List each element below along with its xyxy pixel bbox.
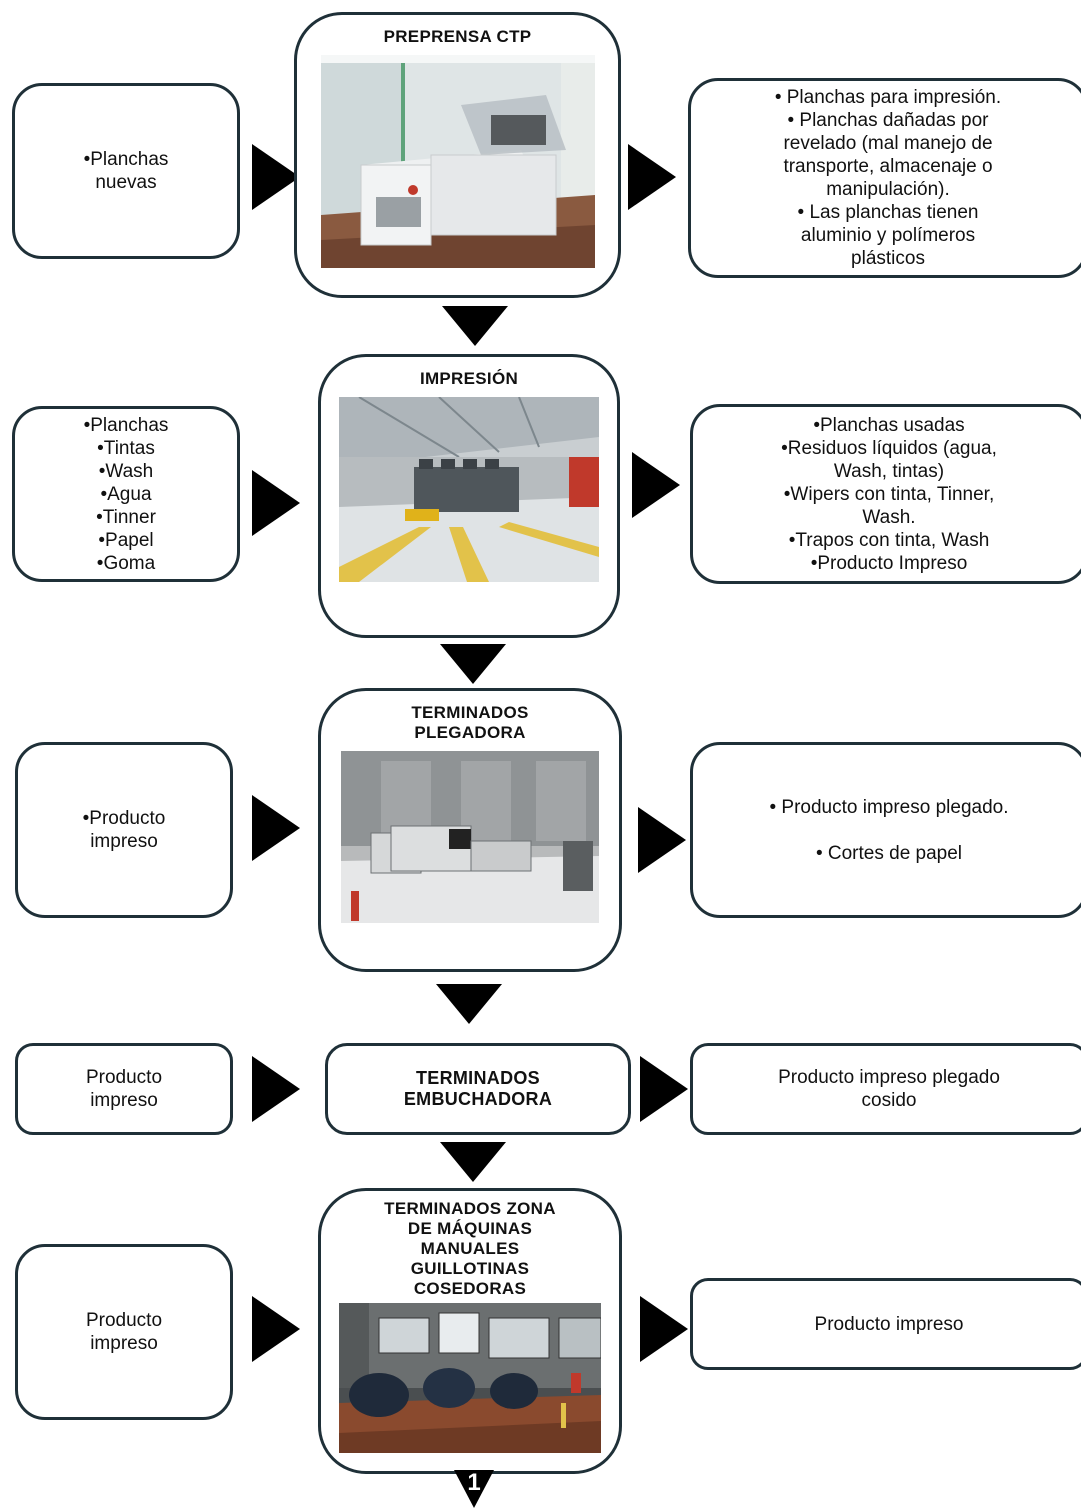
stage-title: IMPRESIÓN (419, 369, 519, 388)
stage-title: TERMINADOS EMBUCHADORA (403, 1068, 553, 1109)
arrow-down-icon (440, 644, 506, 684)
stage-title: PREPRENSA CTP (383, 27, 532, 46)
input-line: •Wash (98, 460, 154, 482)
stage4-process-box: TERMINADOS EMBUCHADORA (325, 1043, 631, 1135)
arrow-down-icon (442, 306, 508, 346)
page-number-marker: 1 (454, 1470, 494, 1510)
input-line: impreso (90, 1333, 158, 1354)
stage1-input-box: •Planchas nuevas (12, 83, 240, 259)
stage5-input-box: Producto impreso (15, 1244, 233, 1420)
folding-machine-photo (341, 751, 599, 923)
stage3-input-box: •Producto impreso (15, 742, 233, 918)
stage2-output-box: •Planchas usadas •Residuos líquidos (agu… (690, 404, 1081, 584)
input-line: nuevas (95, 172, 157, 193)
page-number: 1 (467, 1469, 481, 1496)
stage3-process-box: TERMINADOS PLEGADORA (318, 688, 622, 972)
arrow-down-icon (454, 1470, 494, 1508)
output-line: •Trapos con tinta, Wash (788, 529, 990, 551)
output-line: Producto impreso (814, 1313, 964, 1335)
stage-title: TERMINADOS PLEGADORA (411, 703, 529, 742)
output-line: •Planchas usadas (813, 414, 965, 436)
input-line: •Papel (98, 529, 154, 551)
stage-title: TERMINADOS ZONA DE MÁQUINAS MANUALES GUI… (384, 1199, 556, 1298)
output-line: manipulación). (826, 179, 950, 200)
output-line: •Residuos líquidos (agua, (781, 437, 997, 459)
input-line: impreso (90, 831, 158, 852)
output-line: • Cortes de papel (815, 842, 963, 864)
stage1-output-box: • Planchas para impresión. • Planchas da… (688, 78, 1081, 278)
input-line: Producto (85, 1310, 163, 1331)
output-line: aluminio y polímeros (800, 225, 976, 246)
arrow-right-icon (252, 795, 300, 861)
output-line: plásticos (851, 248, 925, 269)
output-line: • Producto impreso plegado. (769, 796, 1009, 818)
ctp-machine-photo (320, 55, 595, 268)
arrow-right-icon (640, 1296, 688, 1362)
stage2-input-box: •Planchas •Tintas •Wash •Agua •Tinner •P… (12, 406, 240, 582)
output-line: •Wipers con tinta, Tinner, (783, 483, 995, 505)
output-line: revelado (mal manejo de (783, 133, 993, 154)
output-line: • Planchas dañadas por (787, 110, 989, 131)
arrow-right-icon (632, 452, 680, 518)
output-line: • Las planchas tienen (797, 202, 979, 223)
stage4-input-box: Producto impreso (15, 1043, 233, 1135)
arrow-right-icon (628, 144, 676, 210)
arrow-right-icon (252, 1296, 300, 1362)
arrow-right-icon (640, 1056, 688, 1122)
arrow-right-icon (638, 807, 686, 873)
input-line: •Goma (96, 552, 156, 574)
output-line: • Planchas para impresión. (774, 87, 1002, 108)
input-line: •Producto (82, 808, 166, 829)
input-line: impreso (90, 1090, 158, 1111)
output-line: Wash, tintas) (833, 460, 945, 482)
output-line: transporte, almacenaje o (783, 156, 993, 177)
input-line: •Planchas (83, 149, 169, 170)
arrow-down-icon (440, 1142, 506, 1182)
input-line: •Planchas (83, 414, 169, 436)
stage5-output-box: Producto impreso (690, 1278, 1081, 1370)
stage2-process-box: IMPRESIÓN (318, 354, 620, 638)
stage3-output-box: • Producto impreso plegado. • Cortes de … (690, 742, 1081, 918)
input-line: •Tintas (97, 437, 155, 459)
output-line: cosido (861, 1090, 917, 1111)
stage5-process-box: TERMINADOS ZONA DE MÁQUINAS MANUALES GUI… (318, 1188, 622, 1474)
input-line: •Agua (100, 483, 152, 505)
arrow-right-icon (252, 144, 300, 210)
printing-press-photo (339, 397, 599, 582)
manual-machines-photo (339, 1303, 601, 1453)
arrow-down-icon (436, 984, 502, 1024)
arrow-right-icon (252, 470, 300, 536)
stage1-process-box: PREPRENSA CTP (294, 12, 621, 298)
stage4-output-box: Producto impreso plegado cosido (690, 1043, 1081, 1135)
arrow-right-icon (252, 1056, 300, 1122)
output-line: Producto impreso plegado (778, 1067, 1000, 1088)
input-line: Producto (85, 1067, 163, 1088)
output-line: Wash. (862, 506, 916, 528)
output-line: •Producto Impreso (810, 552, 968, 574)
input-line: •Tinner (96, 506, 156, 528)
